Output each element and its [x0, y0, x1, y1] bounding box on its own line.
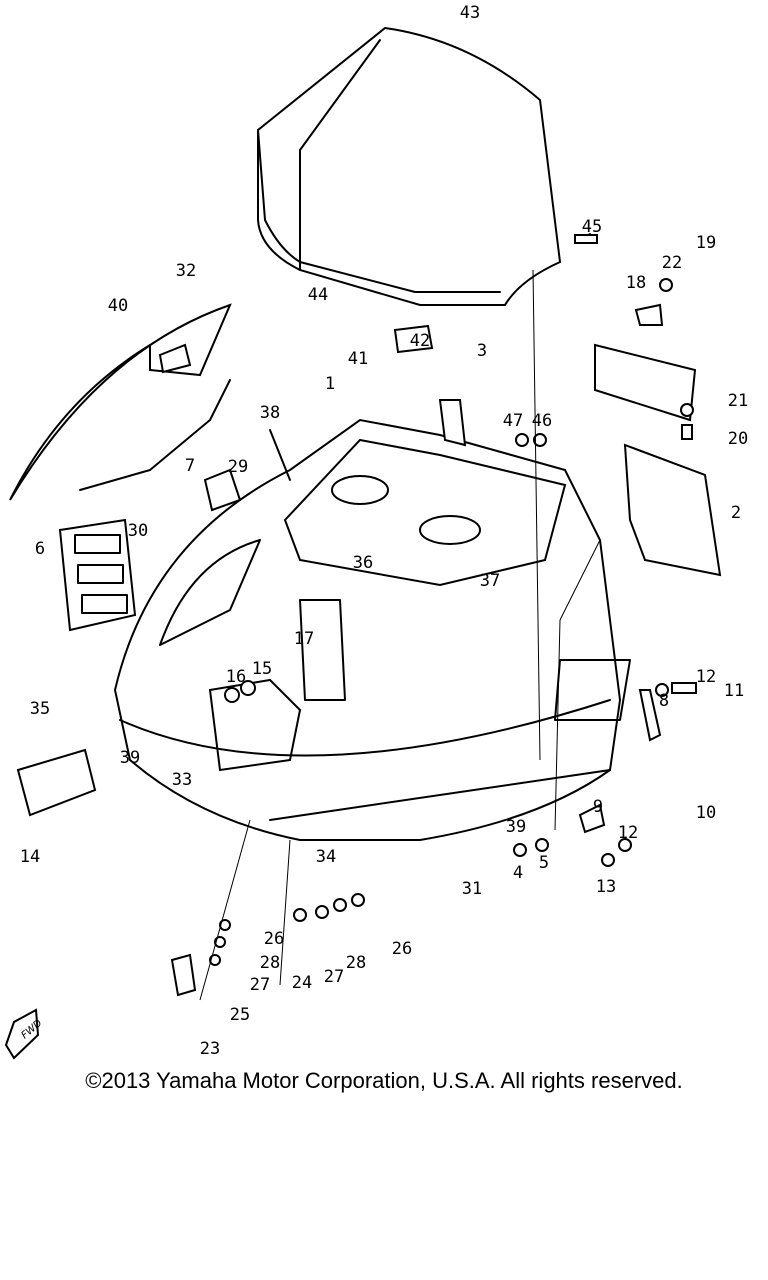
- callout: 28: [346, 953, 366, 973]
- callout: 23: [200, 1039, 220, 1059]
- callout: 46: [532, 411, 552, 431]
- callout: 15: [252, 659, 272, 679]
- callout: 27: [324, 967, 344, 987]
- callout: 12: [696, 667, 716, 687]
- callout: 1: [325, 374, 335, 394]
- callout: 34: [316, 847, 336, 867]
- copyright-notice: ©2013 Yamaha Motor Corporation, U.S.A. A…: [85, 1068, 683, 1093]
- callout: 32: [176, 261, 196, 281]
- side-decal: [9, 303, 232, 501]
- callout: 11: [724, 681, 744, 701]
- callout: 20: [728, 429, 748, 449]
- callout: 40: [108, 296, 128, 316]
- callout: 33: [172, 770, 192, 790]
- duct-cover: [594, 343, 697, 422]
- callout: 38: [260, 403, 280, 423]
- callout: 43: [460, 3, 480, 23]
- callout: 9: [593, 797, 603, 817]
- callout: 26: [392, 939, 412, 959]
- callout: 37: [480, 571, 500, 591]
- callout: 41: [348, 349, 368, 369]
- callout: 26: [264, 929, 284, 949]
- callout: 18: [626, 273, 646, 293]
- callout: 10: [696, 803, 716, 823]
- grille: [58, 518, 137, 632]
- callout: 44: [308, 285, 328, 305]
- callout: 5: [539, 853, 549, 873]
- callout: 14: [20, 847, 40, 867]
- parts-diagram: 43 45 19 22 18 32 40 42 41 3 1 38 29 30 …: [4, 3, 748, 1060]
- hardware: [79, 233, 697, 1001]
- callout: 22: [662, 253, 682, 273]
- callout: 45: [582, 217, 602, 237]
- fwd-badge-icon: [4, 1008, 40, 1060]
- callout: 29: [228, 457, 248, 477]
- callout: 30: [128, 521, 148, 541]
- callout: 47: [503, 411, 523, 431]
- callout: 7: [185, 456, 195, 476]
- side-vent: [623, 443, 722, 577]
- callout: 27: [250, 975, 270, 995]
- callout: 39: [120, 748, 140, 768]
- callout: 31: [462, 879, 482, 899]
- callout: 8: [659, 691, 669, 711]
- callout: 6: [35, 539, 45, 559]
- callout: 28: [260, 953, 280, 973]
- callout: 35: [30, 699, 50, 719]
- callout: 17: [294, 629, 314, 649]
- callout: 25: [230, 1005, 250, 1025]
- hood-cowl: [113, 418, 631, 841]
- callout: 36: [353, 553, 373, 573]
- callout: 2: [731, 503, 741, 523]
- callout: 19: [696, 233, 716, 253]
- callout: 3: [477, 341, 487, 361]
- callout: 39: [506, 817, 526, 837]
- callout: 16: [226, 667, 246, 687]
- callout-labels: 43 45 19 22 18 32 40 42 41 3 1 38 29 30 …: [19, 3, 748, 1059]
- bottom-grille: [16, 748, 97, 817]
- callout: 13: [596, 877, 616, 897]
- callout: 4: [513, 863, 523, 883]
- callout: 42: [410, 331, 430, 351]
- callout: 12: [618, 823, 638, 843]
- callout: 21: [728, 391, 748, 411]
- windshield: [257, 26, 562, 306]
- callout: 24: [292, 973, 312, 993]
